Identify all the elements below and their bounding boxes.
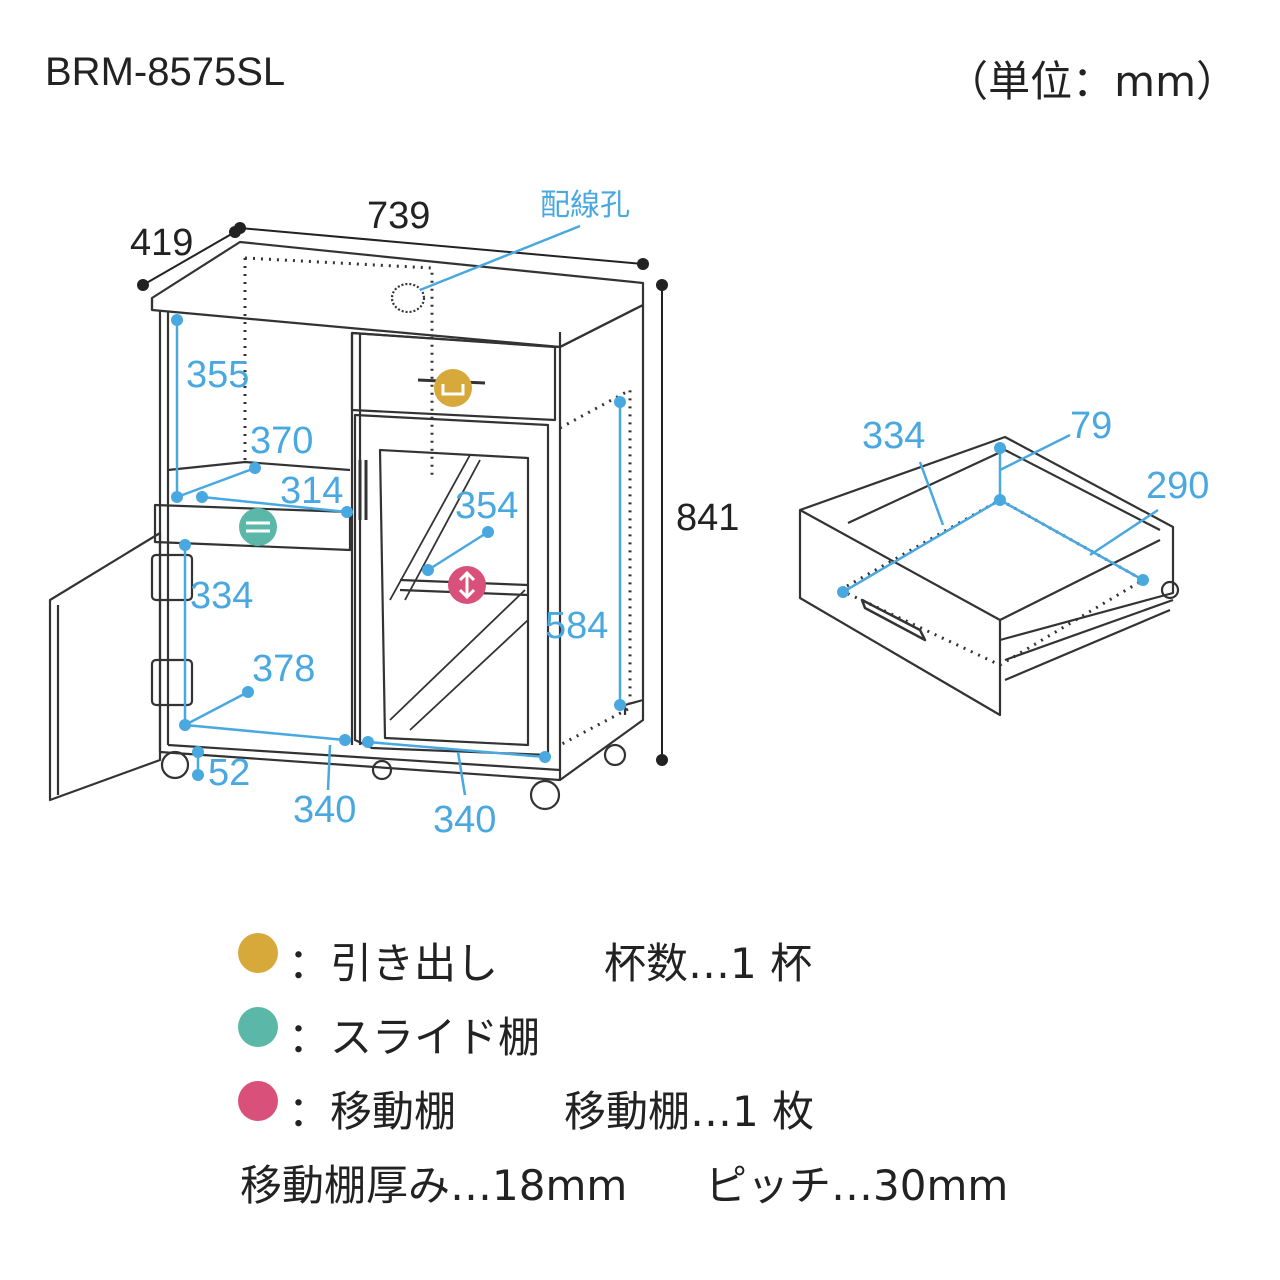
dim-370: 370	[250, 420, 313, 462]
dim-79: 79	[1070, 405, 1112, 447]
width-label: 739	[367, 195, 430, 237]
cabinet-body	[158, 303, 645, 782]
legend-footer: 移動棚厚み…18mm ピッチ…30mm	[240, 1152, 1140, 1210]
moving-shelf-icon	[238, 1081, 278, 1121]
drawer-icon	[434, 369, 472, 407]
dim-378: 378	[252, 648, 315, 690]
wiring-hole-label: 配線孔	[540, 188, 630, 223]
height-label: 841	[676, 497, 739, 539]
shelf-pitch: ピッチ…30mm	[705, 1161, 1009, 1210]
model-number: BRM-8575SL	[45, 50, 286, 94]
legend-moving-label: ：移動棚	[288, 1087, 457, 1136]
dim-334-cabinet: 334	[190, 575, 253, 617]
unit-note: （単位：mm）	[946, 57, 1238, 106]
legend-moving: ：移動棚 移動棚…1 枚	[238, 1078, 938, 1136]
slide-shelf	[153, 503, 352, 552]
drawer-front	[350, 331, 557, 422]
cabinet-diagram: 739 419 841 配線孔 355 370 314 334 378 52 3…	[48, 188, 1209, 841]
dim-290: 290	[1146, 465, 1209, 507]
left-door	[48, 531, 162, 802]
dim-354: 354	[455, 485, 518, 527]
slide-shelf-icon	[239, 508, 277, 546]
dim-340-left: 340	[293, 789, 356, 831]
legend-drawer-label: ：引き出し	[288, 939, 499, 988]
dim-334-drawer: 334	[862, 415, 925, 457]
drawer-icon	[238, 933, 278, 973]
legend-moving-info: 移動棚…1 枚	[564, 1087, 815, 1136]
drawer-detail	[798, 508, 1002, 717]
dim-340-right: 340	[433, 799, 496, 841]
shelf-thickness: 移動棚厚み…18mm	[240, 1161, 628, 1210]
slide-shelf-icon	[238, 1007, 278, 1047]
dim-314: 314	[280, 470, 343, 512]
legend-drawer-info: 杯数…1 杯	[604, 939, 813, 988]
legend-slide-label: ：スライド棚	[288, 1013, 541, 1062]
legend-drawer: ：引き出し 杯数…1 杯	[238, 930, 938, 988]
dim-355: 355	[186, 354, 249, 396]
legend-slide: ：スライド棚	[238, 1004, 938, 1062]
dim-52: 52	[208, 752, 250, 794]
dim-584: 584	[545, 605, 608, 647]
depth-label: 419	[130, 222, 193, 264]
glass-door	[353, 413, 550, 757]
